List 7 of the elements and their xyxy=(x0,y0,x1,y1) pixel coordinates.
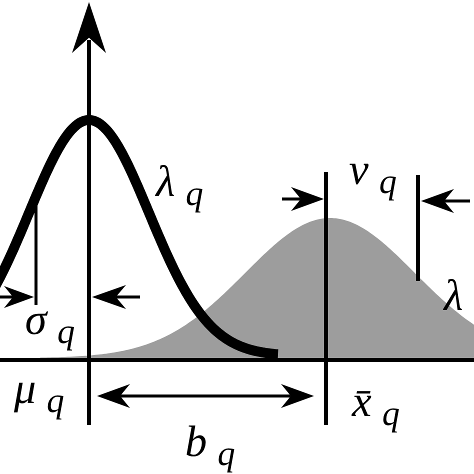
parameter-label: σ$_{q}$ xyxy=(25,298,75,349)
parameter-label: λ$_{q}$ xyxy=(156,160,204,211)
parameter-label: b$_{q}$ xyxy=(185,420,236,471)
parameter-label: x̄$_{q}$ xyxy=(352,380,400,431)
parameter-label: μ$_{q}$ xyxy=(14,367,64,418)
parameter-label: ν$_{q}$ xyxy=(349,148,397,199)
parameter-label: λ xyxy=(444,274,464,318)
